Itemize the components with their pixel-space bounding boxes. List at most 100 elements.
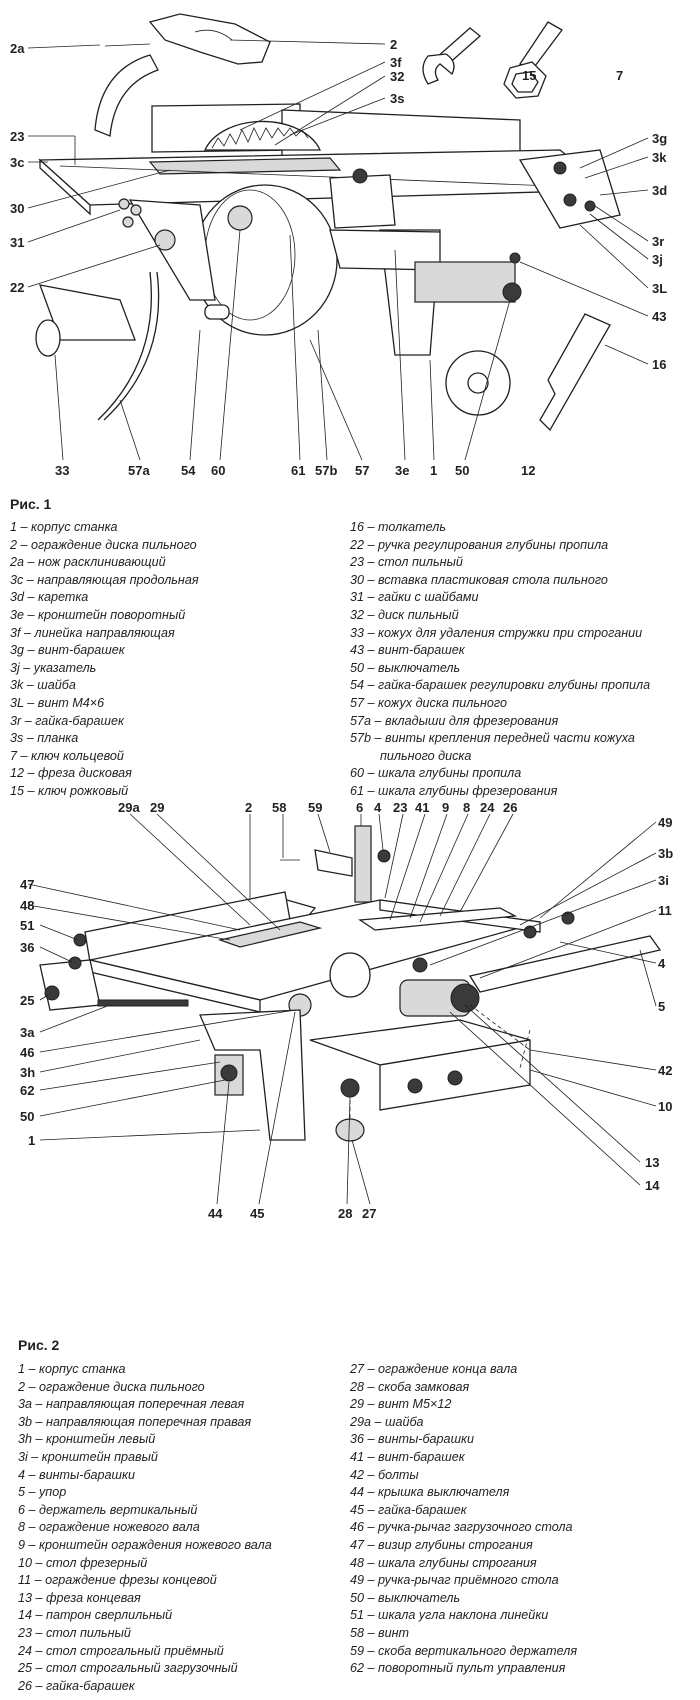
nut-1 xyxy=(118,198,130,210)
legend-item: 47 – визир глубины строгания xyxy=(350,1537,533,1552)
callout-3k: 3k xyxy=(652,150,667,165)
carriage-knob-right xyxy=(584,200,596,212)
f2-callout-9: 9 xyxy=(442,800,449,815)
callout-32: 32 xyxy=(390,69,404,84)
legend-item: 3а – направляющая поперечная левая xyxy=(18,1397,245,1412)
wing-screw-43 xyxy=(509,252,521,264)
legend-item: 6 – держатель вертикальный xyxy=(18,1502,198,1517)
legend-item: 13 – фреза концевая xyxy=(18,1590,141,1605)
leader-3f xyxy=(239,61,386,131)
legend-item: 3b – направляющая поперечная правая xyxy=(18,1414,252,1429)
callout-50: 50 xyxy=(455,463,469,478)
callout-15: 15 xyxy=(522,68,536,83)
legend-item: 22 – ручка регулирования глубины пропила xyxy=(350,537,609,552)
legend-item: 30 – вставка пластиковая стола пильного xyxy=(350,572,608,587)
nut-3 xyxy=(122,216,134,228)
callout-31: 31 xyxy=(10,235,24,250)
legend-item: 23 – стол пильный xyxy=(18,1625,131,1640)
legend-item: 8 – ограждение ножевого вала xyxy=(18,1520,200,1535)
leader-57 xyxy=(309,339,363,461)
f2-leader-4b xyxy=(559,941,657,964)
f2-leader-59 xyxy=(317,813,331,853)
f2-leader-23 xyxy=(384,813,404,899)
figure-1-caption: Рис. 1 xyxy=(10,496,52,512)
table-guide-line xyxy=(59,165,601,189)
f2-leader-27 xyxy=(351,1139,371,1205)
legend-item: 29а – шайба xyxy=(350,1414,424,1429)
callout-3L: 3L xyxy=(652,281,667,296)
legend-item: 50 – выключатель xyxy=(350,1590,461,1605)
f2-leader-9 xyxy=(409,813,448,919)
figure-2-legend-left: 1 – корпус станка 2 – ограждение диска п… xyxy=(18,1361,338,1695)
pivot-bracket-shape xyxy=(329,174,396,229)
f2-shaft-housing xyxy=(329,952,371,998)
f2-knob-51 xyxy=(73,933,87,947)
legend-item: 48 – шкала глубины строгания xyxy=(350,1555,537,1570)
f2-callout-13: 13 xyxy=(645,1155,659,1170)
f2-leader-62 xyxy=(39,1061,221,1091)
depth-handle xyxy=(154,229,176,251)
legend-item: 33 – кожух для удаления стружки при стро… xyxy=(350,625,643,640)
legend-item: 3g – винт-барашек xyxy=(10,643,125,658)
chip-hood-outlet xyxy=(35,319,61,357)
legend-item: 49 – ручка-рычаг приёмного стола xyxy=(350,1573,559,1588)
callout-57: 57 xyxy=(355,463,369,478)
callout-43: 43 xyxy=(652,309,666,324)
legend-item: 3d – каретка xyxy=(10,590,89,605)
legend-item: 60 – шкала глубины пропила xyxy=(350,766,522,781)
leader-3k xyxy=(584,156,649,179)
f2-leader-3b xyxy=(519,852,657,926)
legend-item: 2 – ограждение диска пильного xyxy=(10,537,197,552)
f2-callout-29: 29 xyxy=(150,800,164,815)
callout-3s: 3s xyxy=(390,91,404,106)
callout-3g: 3g xyxy=(652,131,667,146)
legend-item: 51 – шкала угла наклона линейки xyxy=(350,1608,549,1623)
legend-item: 7 – ключ кольцевой xyxy=(10,748,124,763)
legend-item: 2a – нож расклинивающий xyxy=(10,555,166,570)
f2-leader-3i xyxy=(429,879,657,966)
leader-33 xyxy=(54,354,64,461)
f2-callout-3h: 3h xyxy=(20,1065,35,1080)
figure-2-drawing: 29a 29 2 58 59 6 4 23 41 9 8 24 26 49 3b… xyxy=(20,800,673,1221)
f2-callout-14: 14 xyxy=(645,1178,660,1193)
legend-item: 61 – шкала глубины фрезерования xyxy=(350,783,558,798)
f2-leader-1 xyxy=(39,1129,261,1141)
figure-1-legend-right: 16 – толкатель 22 – ручка регулирования … xyxy=(350,519,695,801)
legend-item: 46 – ручка-рычаг загрузочного стола xyxy=(350,1520,573,1535)
f2-chuck-14 xyxy=(450,983,480,1013)
f2-callout-4b: 4 xyxy=(658,956,666,971)
f2-knob-36 xyxy=(68,956,82,970)
f2-callout-6: 6 xyxy=(356,800,363,815)
f2-callout-4: 4 xyxy=(374,800,382,815)
f2-callout-41: 41 xyxy=(415,800,429,815)
legend-item: 3с – направляющая продольная xyxy=(10,572,199,587)
open-spanner-head xyxy=(422,53,455,85)
f2-callout-50: 50 xyxy=(20,1109,34,1124)
legend-item: 44 – крышка выключателя xyxy=(350,1485,510,1500)
f2-callout-28: 28 xyxy=(338,1206,352,1221)
f2-wing-screw-4b xyxy=(561,911,575,925)
f2-callout-3a: 3a xyxy=(20,1025,35,1040)
legend-item: 3е – кронштейн поворотный xyxy=(10,607,186,622)
leader-3e xyxy=(394,249,406,461)
f2-leader-36 xyxy=(39,946,73,963)
disc-cutter-hub xyxy=(467,372,489,394)
legend-item: 3i – кронштейн правый xyxy=(18,1449,158,1464)
f2-clamp-28 xyxy=(340,1078,360,1098)
figure-2-caption: Рис. 2 xyxy=(18,1337,60,1353)
f2-callout-11: 11 xyxy=(658,903,672,918)
f2-vertical-holder xyxy=(354,825,372,903)
f2-callout-59: 59 xyxy=(308,800,322,815)
f2-callout-25: 25 xyxy=(20,993,34,1008)
f2-wing-screw-4c xyxy=(523,925,537,939)
f2-callout-8: 8 xyxy=(463,800,470,815)
f2-leader-26 xyxy=(459,813,514,913)
leader-57b xyxy=(317,329,328,461)
f2-knob-25 xyxy=(44,985,60,1001)
callout-3e: 3e xyxy=(395,463,409,478)
f2-callout-62: 62 xyxy=(20,1083,34,1098)
legend-item: 4 – винты-барашки xyxy=(18,1467,135,1482)
f2-cutter-slot xyxy=(217,921,323,948)
motor-body xyxy=(414,261,516,303)
switch-knob xyxy=(502,282,522,302)
